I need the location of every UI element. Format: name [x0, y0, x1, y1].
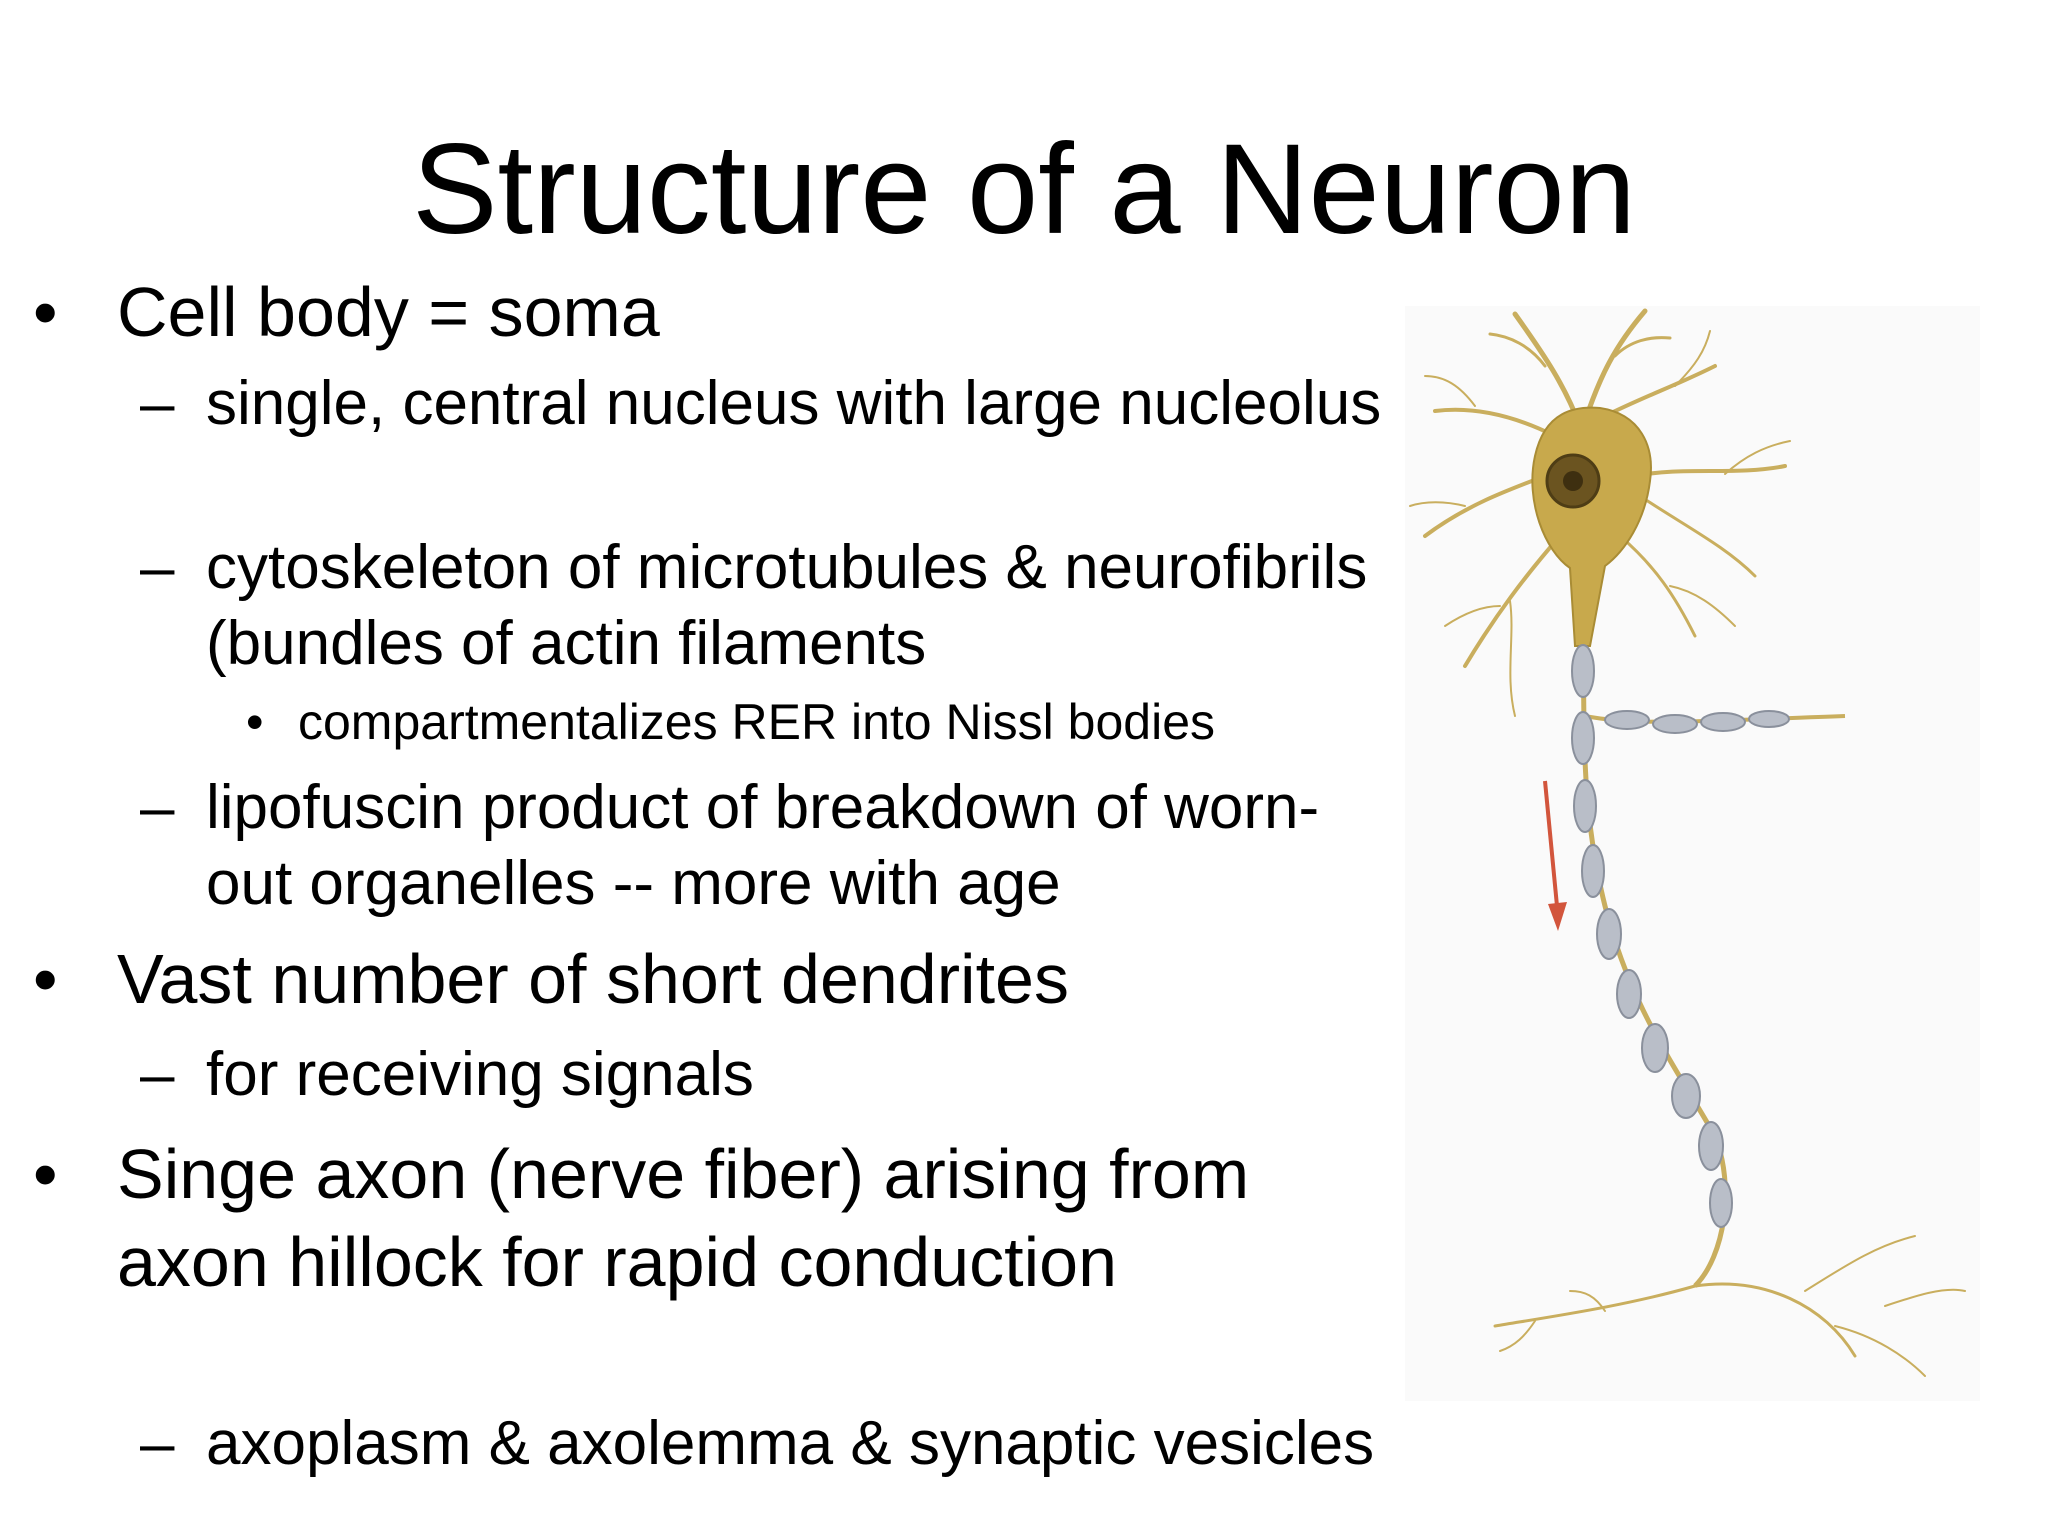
axon-myelin [1571, 644, 1733, 1228]
bullet-cell-body: • Cell body = soma [33, 268, 1417, 356]
bullet-axon: • Singe axon (nerve fiber) arising from … [33, 1130, 1337, 1306]
bullet-text: Vast number of short dendrites [117, 940, 1069, 1018]
sub-bullet-axoplasm: – axoplasm & axolemma & synaptic vesicle… [140, 1406, 1386, 1482]
sub-bullet-text: single, central nucleus with large nucle… [206, 369, 1382, 438]
bullet-marker: • [33, 273, 58, 351]
bullet-text: Singe axon (nerve fiber) arising from ax… [117, 1135, 1250, 1301]
soma [1531, 406, 1652, 647]
sub-bullet-nucleus: – single, central nucleus with large nuc… [140, 366, 1386, 442]
sub-bullet-text: for receiving signals [206, 1040, 754, 1109]
dendrites [1409, 308, 1791, 717]
sub-bullet-lipofuscin: – lipofuscin product of breakdown of wor… [140, 770, 1386, 922]
neuron-illustration [1405, 306, 1980, 1401]
sub-bullet-cytoskeleton: – cytoskeleton of microtubules & neurofi… [140, 530, 1386, 682]
sub-sub-bullet-nissl: • compartmentalizes RER into Nissl bodie… [246, 692, 1398, 752]
slide-title: Structure of a Neuron [412, 118, 1636, 261]
bullet-text: Cell body = soma [117, 273, 660, 351]
arrow-icon [1543, 780, 1567, 931]
dash-marker: – [140, 533, 175, 602]
bullet-marker: • [33, 1135, 58, 1213]
neuron-svg [1409, 308, 1966, 1377]
sub-bullet-text: lipofuscin product of breakdown of worn-… [206, 773, 1320, 918]
dash-marker: – [140, 1409, 175, 1478]
dash-marker: – [140, 1040, 175, 1109]
dash-marker: – [140, 773, 175, 842]
sub-sub-bullet-text: compartmentalizes RER into Nissl bodies [298, 694, 1216, 750]
sub-bullet-receiving: – for receiving signals [140, 1037, 1386, 1113]
axon [1580, 645, 1728, 1288]
sub-bullet-text: axoplasm & axolemma & synaptic vesicles [206, 1409, 1375, 1478]
bullet-dendrites: • Vast number of short dendrites [33, 935, 1417, 1023]
bullet-marker: • [33, 940, 58, 1018]
axon-terminals [1493, 1235, 1966, 1377]
nucleolus [1563, 471, 1583, 491]
dash-marker: – [140, 369, 175, 438]
sub-bullet-text: cytoskeleton of microtubules & neurofibr… [206, 533, 1368, 678]
bullet-marker: • [246, 694, 264, 750]
collateral-myelin [1604, 710, 1790, 734]
